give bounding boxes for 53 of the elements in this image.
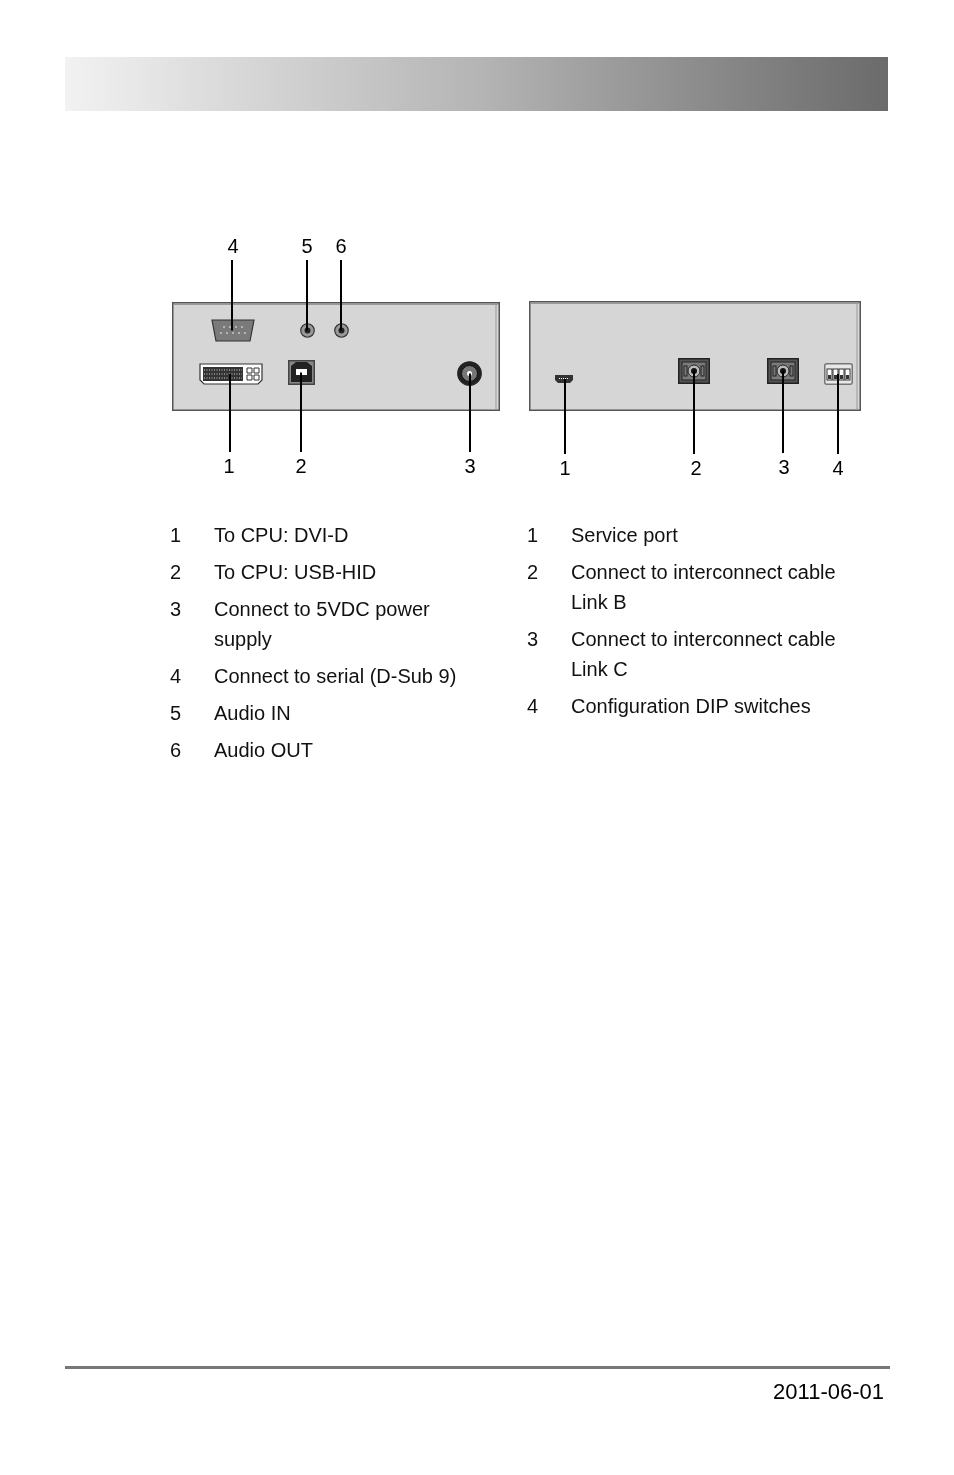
callout-number: 4 [830,456,846,480]
item-number: 3 [170,597,183,622]
device-rear-panel [172,302,500,411]
callout-number: 2 [293,454,309,478]
item-number: 4 [527,694,540,719]
serial-port [210,318,256,343]
item-description: Connect to serial (D-Sub 9) [214,664,458,689]
usb-port [288,360,315,385]
callout-number: 4 [225,234,241,258]
item-description: To CPU: DVI-D [214,523,350,548]
item-number: 4 [170,664,183,689]
leader-line [229,373,231,453]
leader-line [564,378,566,455]
item-number: 5 [170,701,183,726]
fiber-port [767,358,799,384]
leader-line [782,370,784,454]
leader-line [300,371,302,453]
item-description: Audio IN [214,701,292,726]
leader-line [231,259,233,332]
leader-line [469,372,471,453]
audio-jack [300,323,315,338]
dip-switch [824,363,853,385]
audio-jack [334,323,349,338]
item-description: Connect to interconnect cable Link C [571,627,837,682]
date-text: 2011-06-01 [773,1378,884,1406]
item-number: 2 [527,560,540,585]
power-jack [457,361,482,386]
callout-number: 1 [557,456,573,480]
item-number: 1 [170,523,183,548]
item-description: Connect to interconnect cable Link B [571,560,837,615]
item-number: 6 [170,738,183,763]
callout-number: 2 [688,456,704,480]
leader-line [306,259,308,332]
item-description: Audio OUT [214,738,314,763]
mini-usb-port [554,374,574,384]
item-description: Configuration DIP switches [571,694,812,719]
callout-number: 3 [462,454,478,478]
item-description: Connect to 5VDC power supply [214,597,431,652]
device-rear-panel [529,301,861,411]
item-number: 2 [170,560,183,585]
fiber-port [678,358,710,384]
item-description: Service port [571,523,679,548]
item-number: 3 [527,627,540,652]
callout-number: 3 [776,455,792,479]
callout-number: 6 [333,234,349,258]
leader-line [340,259,342,332]
callout-number: 1 [221,454,237,478]
item-description: To CPU: USB-HID [214,560,378,585]
leader-line [693,370,695,455]
dvi-port [199,363,263,385]
item-number: 1 [527,523,540,548]
callout-number: 5 [299,234,315,258]
leader-line [837,373,839,455]
